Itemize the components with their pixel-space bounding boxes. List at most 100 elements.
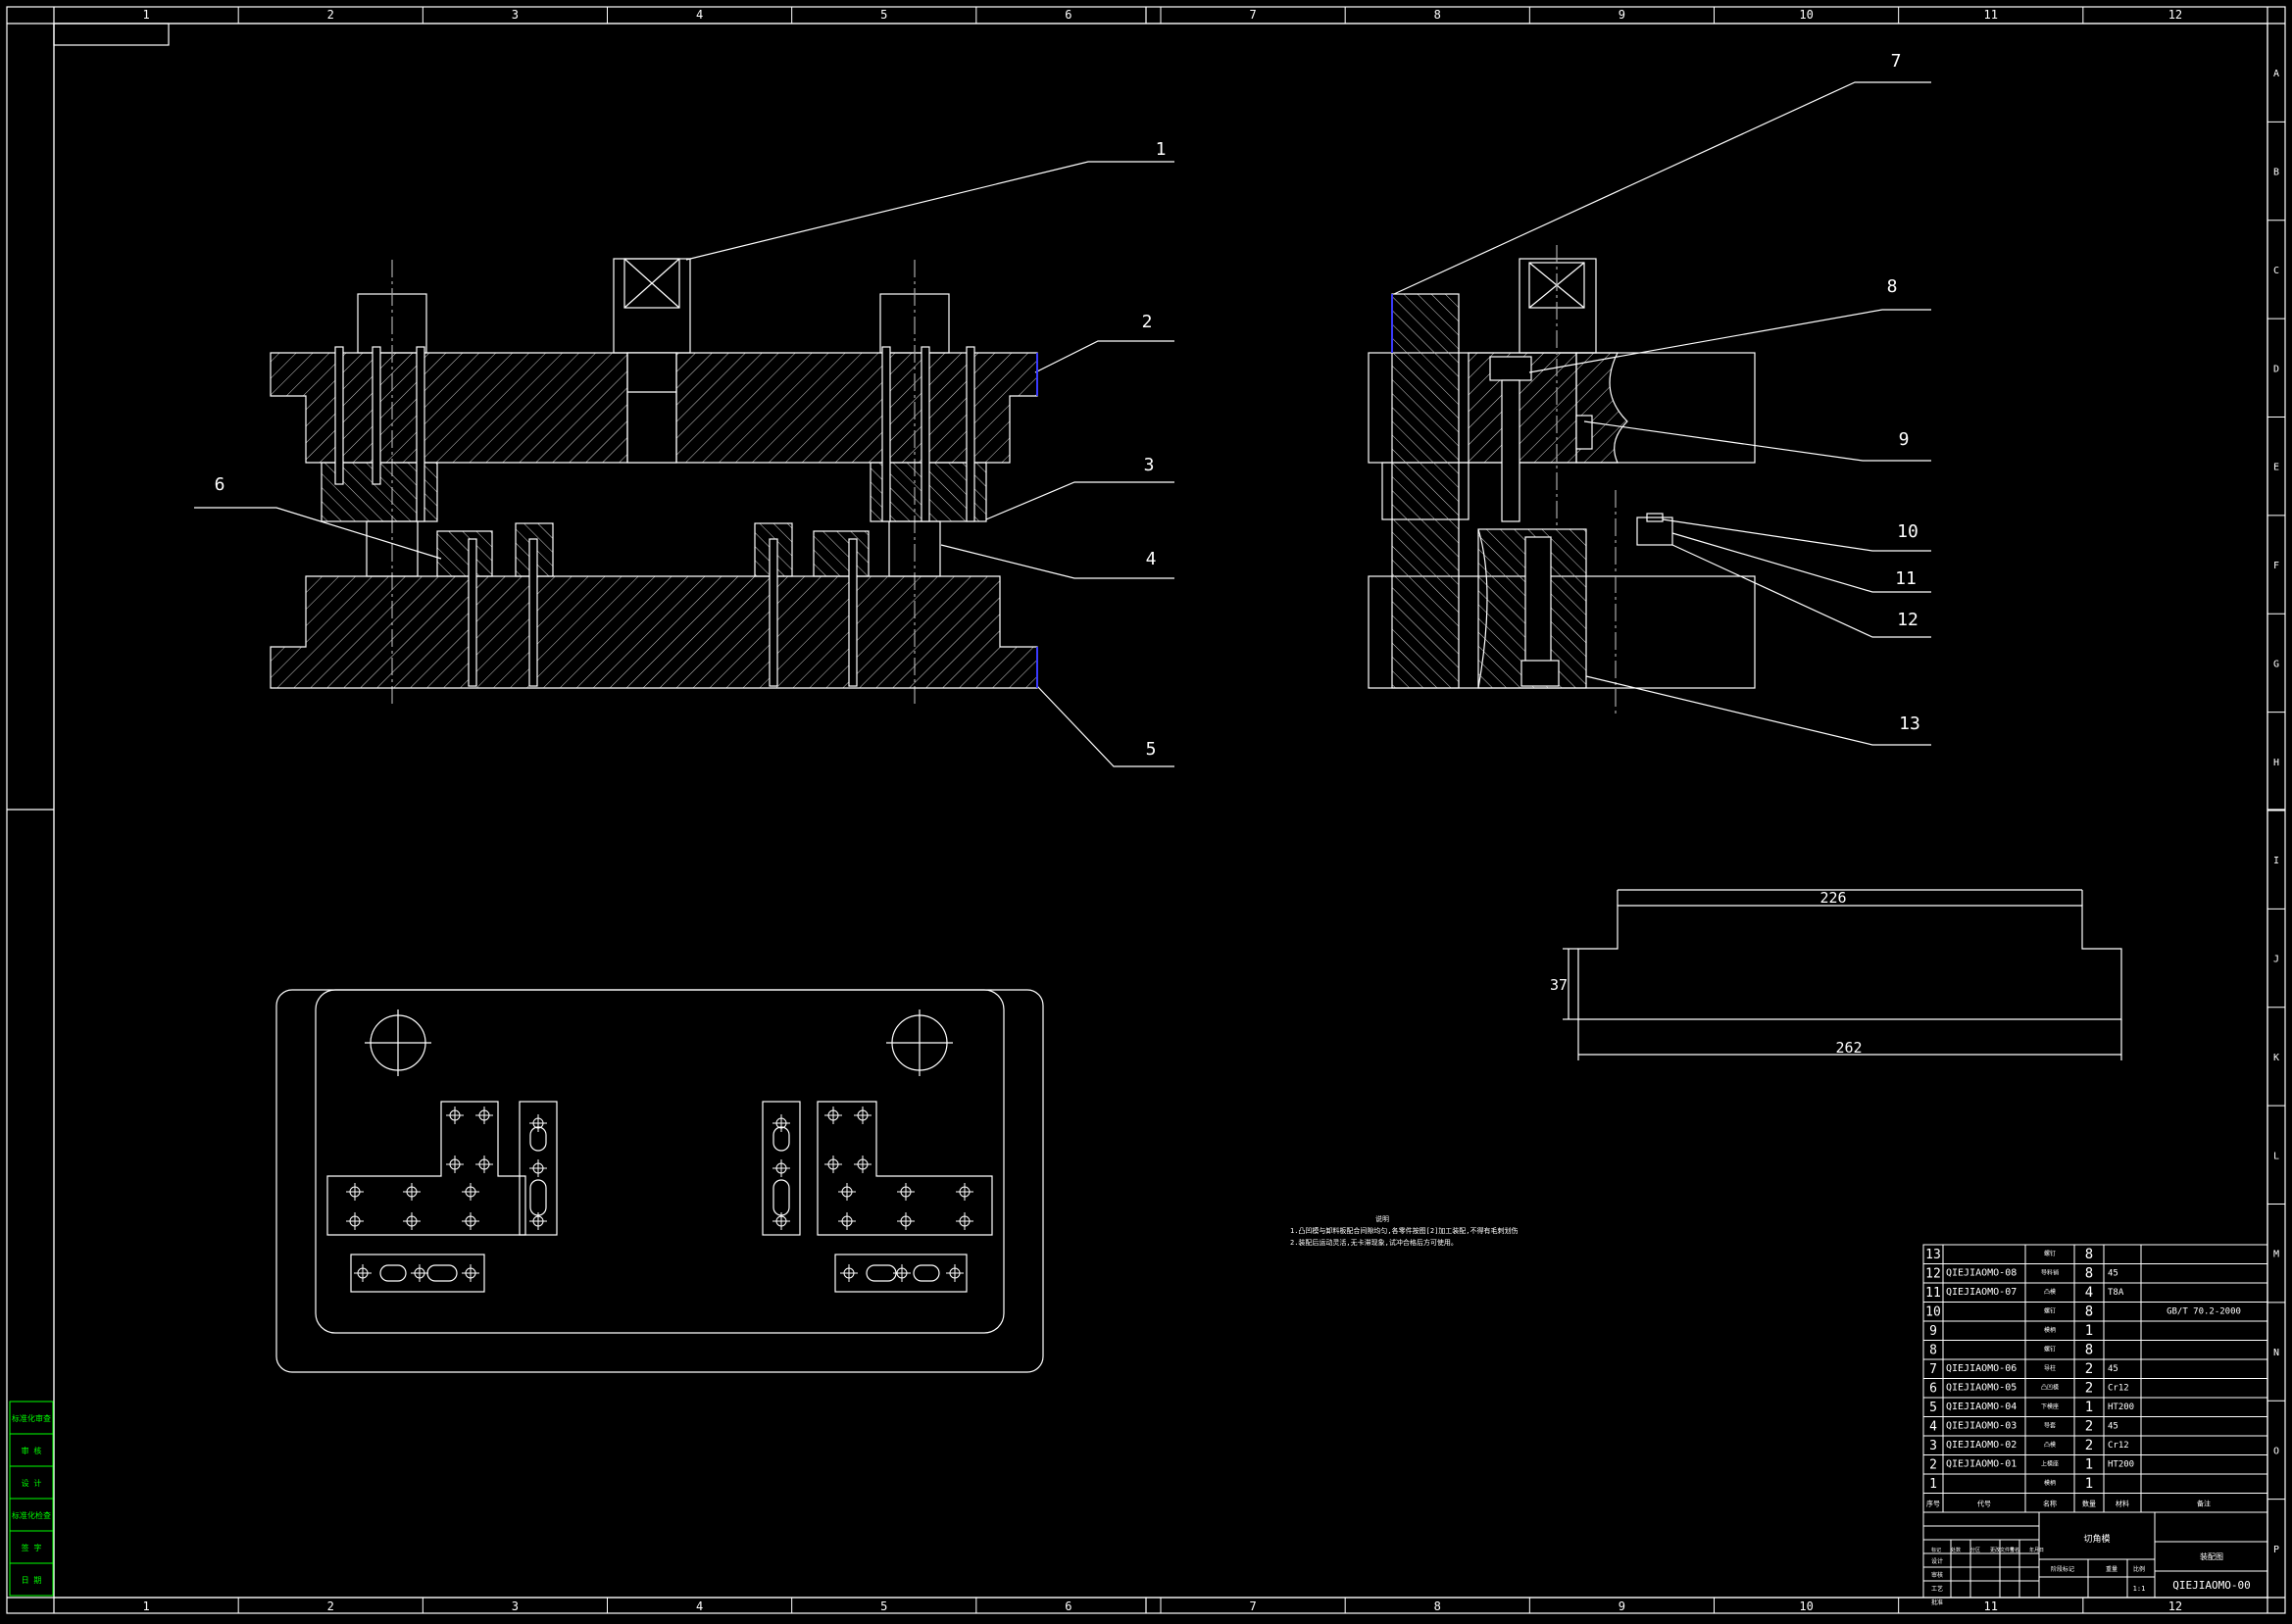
row-label: G [2273,659,2279,669]
column-label: 6 [1065,8,1071,22]
bom-no: 13 [1925,1248,1941,1262]
bom-name: 螺钉 [2044,1307,2056,1315]
bom-qty: 1 [2085,1323,2093,1339]
title-block: 切角模装配图QIEJIAOMO-00阶段标记重量比例1:1标记处数分区更改文件号… [1922,1511,2268,1606]
column-label: 7 [1249,1599,1256,1613]
bom-code: QIEJIAOMO-01 [1946,1459,2017,1470]
bom-no: 9 [1929,1324,1937,1339]
bom-qty: 1 [2085,1457,2093,1473]
mark-label: 分区 [1970,1547,1980,1553]
column-label: 8 [1434,1599,1441,1613]
plan-view-screw-holes [346,1107,973,1282]
column-label: 8 [1434,8,1441,22]
bom-no: 6 [1929,1382,1937,1397]
column-label: 3 [512,1599,519,1613]
drawing-number: QIEJIAOMO-00 [2172,1579,2250,1592]
row-label: K [2273,1053,2279,1063]
bom-no: 4 [1929,1420,1937,1435]
leader-label-10: 10 [1897,521,1918,542]
mark-label: 签名 [2010,1547,2019,1553]
bom-header-cell: 序号 [1926,1500,1940,1508]
column-label: 5 [880,8,887,22]
leader-label-2: 2 [1142,312,1153,332]
bom-header-cell: 代号 [1977,1500,1991,1508]
column-label: 6 [1065,1599,1071,1613]
mark-label: 更改文件号 [1990,1547,2015,1553]
side-view-section [1368,81,1931,746]
bom-code: QIEJIAOMO-05 [1946,1383,2017,1394]
bom-note: GB/T 70.2-2000 [2167,1307,2241,1317]
leader-label-12: 12 [1897,610,1918,630]
row-label: I [2273,856,2279,866]
bom-name: 凸凹模 [2041,1384,2059,1392]
bom-no: 1 [1929,1477,1937,1492]
bom-material: 45 [2108,1364,2118,1374]
bom-no: 7 [1929,1362,1937,1377]
bom-no: 10 [1925,1305,1941,1320]
bom-name: 螺钉 [2044,1346,2056,1353]
notes-line2: 2.装配后运动灵活,无卡滞现象,试冲合格后方可使用。 [1290,1238,1458,1247]
bom-qty: 2 [2085,1381,2093,1397]
technical-notes: 说明 1.凸凹模与卸料板配合间隙均匀,各零件按图[2]加工装配,不得有毛刺划伤 … [1290,1214,1519,1247]
bom-name: 凸模 [2044,1441,2056,1449]
front-view-section [194,161,1174,767]
bom-header-cell: 备注 [2197,1500,2211,1508]
column-label: 4 [696,1599,703,1613]
leader-label-8: 8 [1887,276,1898,297]
bom-material: HT200 [2108,1460,2134,1470]
part-name: 切角模 [2083,1533,2110,1545]
bom-name: 下模座 [2041,1403,2059,1410]
leader-label-6: 6 [215,474,225,495]
column-label: 9 [1619,8,1625,22]
bom-no: 5 [1929,1401,1937,1415]
stamp-cell: 日 期 [22,1576,42,1585]
row-label: H [2273,758,2279,768]
strip-dimension-text: 226 262 37 [1550,889,1863,1057]
bom-header-cell: 数量 [2082,1500,2096,1508]
mark-label: 年月日 [2029,1547,2044,1553]
column-label: 5 [880,1599,887,1613]
bom-code: QIEJIAOMO-07 [1946,1287,2017,1298]
scale-label: 比例 [2133,1565,2145,1573]
row-label: O [2273,1446,2279,1456]
stamp-cell: 标准化审查 [12,1413,51,1423]
bom-no: 2 [1929,1458,1937,1473]
column-label: 10 [1799,8,1813,22]
bom-code: QIEJIAOMO-06 [1946,1363,2017,1374]
weight-label: 重量 [2106,1565,2118,1573]
bom-material: HT200 [2108,1403,2134,1412]
leader-label-11: 11 [1895,568,1917,589]
column-label: 12 [2168,8,2182,22]
dim-37: 37 [1550,976,1568,994]
stamp-cell: 审 核 [22,1446,42,1455]
bom-material: T8A [2108,1288,2124,1298]
column-label: 7 [1249,8,1256,22]
bom-name: 导柱 [2044,1364,2056,1372]
leader-label-13: 13 [1899,714,1920,734]
mark-label: 处数 [1951,1547,1961,1553]
bom-qty: 8 [2085,1343,2093,1358]
bom-no: 11 [1925,1286,1941,1301]
bom-material: Cr12 [2108,1441,2129,1451]
column-label: 2 [327,8,334,22]
bom-qty: 8 [2085,1266,2093,1282]
bom-no: 3 [1929,1439,1937,1453]
company-cell: 装配图 [2200,1551,2223,1561]
row-label: J [2273,955,2279,965]
column-label: 11 [1984,1599,1998,1613]
row-label: F [2273,561,2279,571]
leader-label-9: 9 [1899,429,1910,450]
dim-226: 226 [1819,889,1846,907]
stamp-cell: 签 字 [22,1543,42,1552]
notes-line1: 1.凸凹模与卸料板配合间隙均匀,各零件按图[2]加工装配,不得有毛刺划伤 [1290,1226,1519,1235]
bom-qty: 8 [2085,1247,2093,1262]
bom-name: 导套 [2044,1422,2056,1430]
role-label: 设计 [1931,1557,1943,1565]
column-label: 1 [142,8,149,22]
